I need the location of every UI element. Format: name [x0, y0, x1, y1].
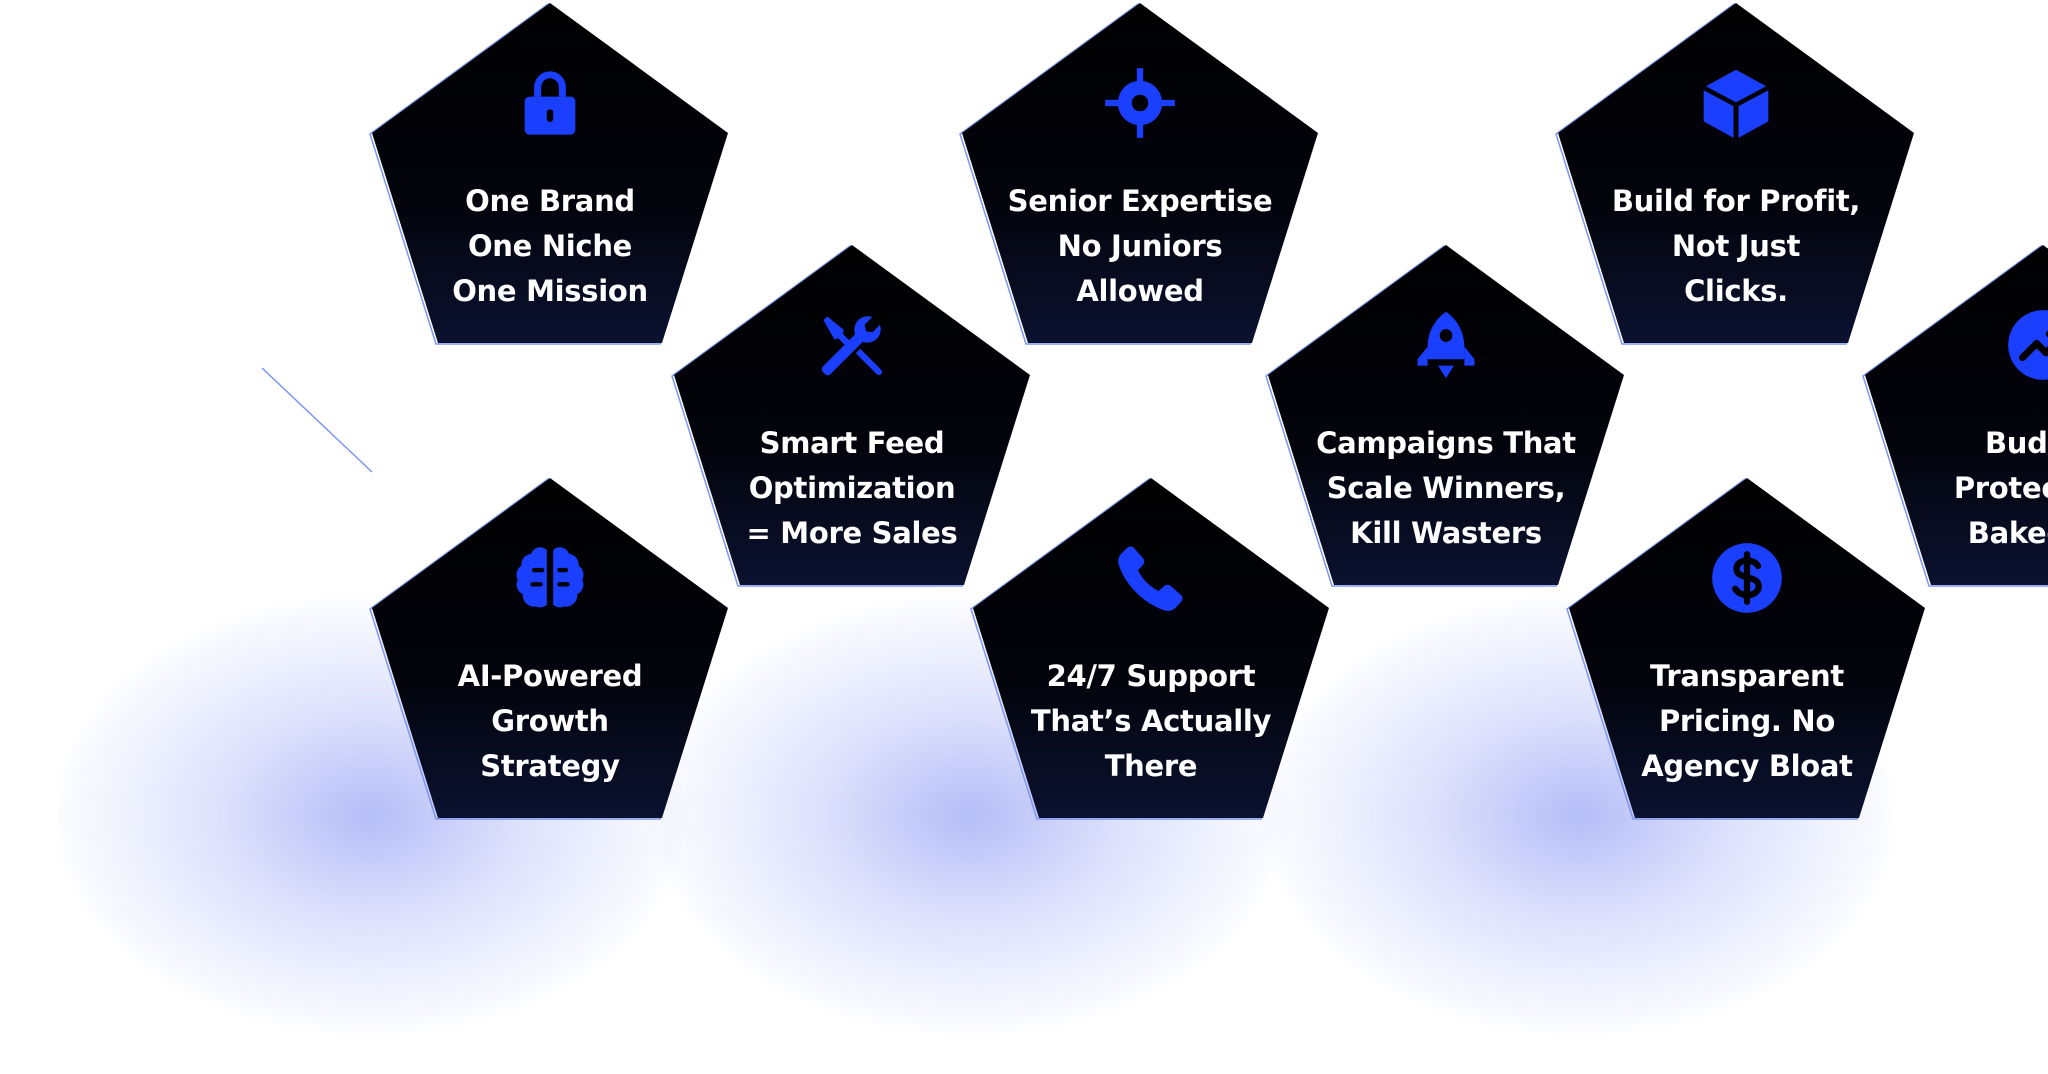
- feature-label-line: AI-Powered: [457, 659, 643, 693]
- pentagon-shape: [1558, 3, 1914, 343]
- feature-label-line: Budget: [1985, 426, 2048, 460]
- feature-label-line: Campaigns That: [1316, 426, 1576, 460]
- lock-icon: [512, 65, 588, 141]
- cube-icon: [1698, 65, 1774, 141]
- pentagon-shape: [1569, 478, 1925, 818]
- pentagon-shape: [372, 3, 728, 343]
- feature-label-line: Baked In.: [1967, 516, 2048, 550]
- feature-label-line: Build for Profit,: [1611, 184, 1861, 218]
- feature-label-line: No Juniors: [1057, 229, 1223, 263]
- pentagon-shape: [1865, 245, 2048, 585]
- feature-label-line: Not Just: [1671, 229, 1801, 263]
- rocket-icon: [1408, 307, 1484, 383]
- feature-label-line: There: [1104, 749, 1198, 783]
- pentagon-shape: [372, 478, 728, 818]
- feature-label-line: Smart Feed: [759, 426, 945, 460]
- feature-label-line: Growth: [491, 704, 609, 738]
- pentagon-shape: [674, 245, 1030, 585]
- feature-label-line: Scale Winners,: [1326, 471, 1566, 505]
- feature-label-line: One Mission: [452, 274, 648, 308]
- feature-label-line: Optimization: [748, 471, 956, 505]
- dollar-icon: [1709, 540, 1785, 616]
- feature-label-line: Protection,: [1953, 471, 2048, 505]
- pentagon-shape: [973, 478, 1329, 818]
- feature-label-line: = More Sales: [746, 516, 958, 550]
- pentagon-outline: [1862, 245, 2048, 587]
- pentagon-shape: [1268, 245, 1624, 585]
- feature-label-line: Strategy: [480, 749, 620, 783]
- connector-line: [261, 367, 373, 473]
- feature-card: BudgetProtection, Baked In.: [1865, 245, 2048, 585]
- feature-label-line: Pricing. No: [1658, 704, 1836, 738]
- tools-icon: [814, 307, 890, 383]
- feature-label-line: Agency Bloat: [1641, 749, 1853, 783]
- phone-icon: [1113, 540, 1189, 616]
- feature-label-line: Kill Wasters: [1350, 516, 1542, 550]
- feature-label-line: 24/7 Support: [1046, 659, 1256, 693]
- feature-label-line: Senior Expertise: [1007, 184, 1273, 218]
- feature-label-line: One Brand: [465, 184, 635, 218]
- trending-up-icon: [2005, 307, 2048, 383]
- feature-label-line: Transparent: [1650, 659, 1844, 693]
- feature-label-line: Allowed: [1076, 274, 1204, 308]
- feature-label-line: That’s Actually: [1030, 704, 1272, 738]
- feature-label: BudgetProtection, Baked In.: [1885, 421, 2048, 556]
- feature-label-line: Clicks.: [1684, 274, 1788, 308]
- pentagon-shape: [962, 3, 1318, 343]
- crosshair-icon: [1102, 65, 1178, 141]
- feature-label-line: One Niche: [467, 229, 633, 263]
- brain-icon: [512, 540, 588, 616]
